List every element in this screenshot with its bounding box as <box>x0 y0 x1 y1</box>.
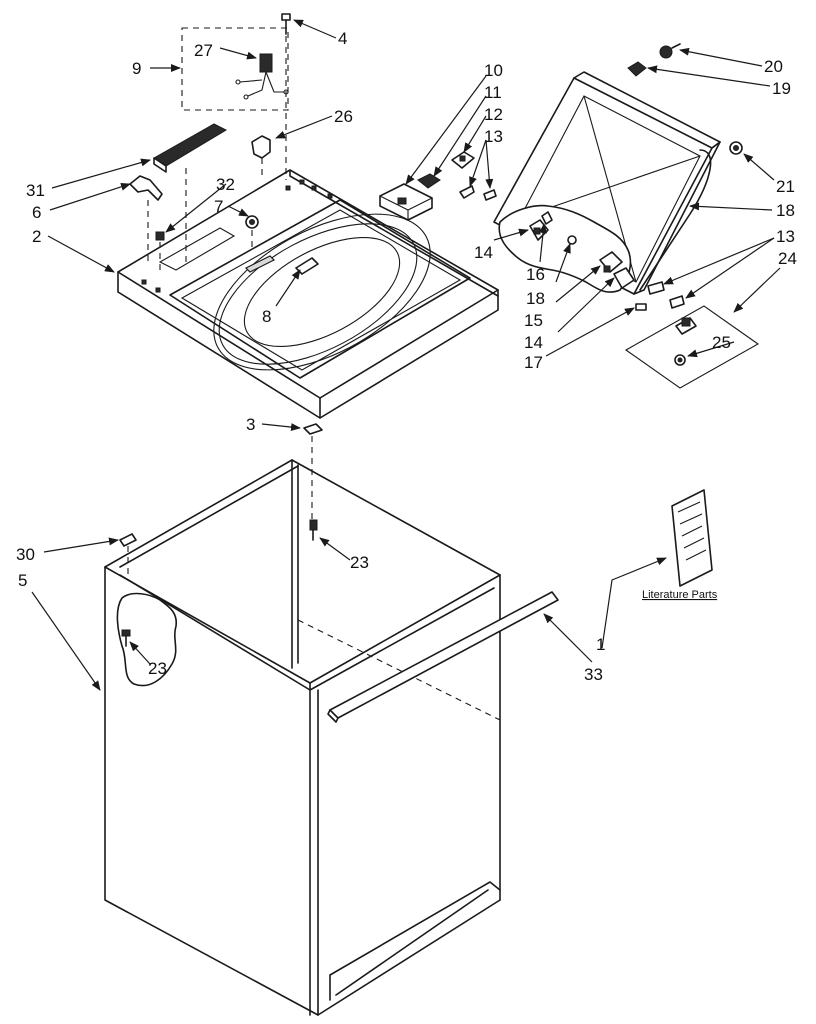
bumper-21 <box>659 43 681 59</box>
callout-13-lower: 13 <box>776 227 795 246</box>
callout-7: 7 <box>214 197 223 216</box>
callout-17: 17 <box>524 353 543 372</box>
bumper-20 <box>627 61 647 77</box>
cover-31 <box>153 123 228 264</box>
callout-30: 30 <box>16 545 35 564</box>
screws-13-lower <box>647 281 685 309</box>
literature-booklet <box>671 489 713 587</box>
callout-16: 16 <box>526 265 545 284</box>
switch-11 <box>417 173 441 189</box>
leader-lines <box>31 19 781 691</box>
harness-27 <box>235 53 289 100</box>
nut-7 <box>245 215 259 250</box>
hinge-kit-24 <box>624 305 760 389</box>
callout-27: 27 <box>194 41 213 60</box>
top-panel <box>117 169 499 419</box>
bracket-26 <box>251 135 271 180</box>
callout-3: 3 <box>246 415 255 434</box>
actuator-12 <box>451 151 475 169</box>
nut-32 <box>155 231 165 270</box>
harness-box-9 <box>181 27 289 111</box>
callout-14-upper: 14 <box>474 243 493 262</box>
callout-2: 2 <box>32 227 41 246</box>
callout-26: 26 <box>334 107 353 126</box>
screw-23-center <box>309 519 318 541</box>
callout-11: 11 <box>484 83 502 102</box>
literature-parts-label: Literature Parts <box>642 589 718 601</box>
clip-3 <box>303 423 323 520</box>
callout-6: 6 <box>32 203 41 222</box>
callout-32: 32 <box>216 175 235 194</box>
callout-24: 24 <box>778 249 797 268</box>
callout-4: 4 <box>338 29 347 48</box>
hinge-14-15-17 <box>599 251 647 311</box>
callout-20: 19 <box>772 79 791 98</box>
bumper-22 <box>729 141 743 155</box>
screw-4 <box>281 13 291 180</box>
callout-9: 9 <box>132 59 141 78</box>
callout-23-left: 23 <box>148 659 167 678</box>
callout-1: 1 <box>596 635 605 654</box>
callout-18: 18 <box>526 289 545 308</box>
switch-bracket-10 <box>379 183 433 221</box>
callout-5: 5 <box>18 571 27 590</box>
callout-13-upper: 13 <box>484 127 503 146</box>
callout-15: 15 <box>524 311 543 330</box>
callout-10: 10 <box>484 61 503 80</box>
callout-22: 21 <box>776 177 795 196</box>
callout-21: 20 <box>764 57 783 76</box>
callout-labels: 4 9 27 26 10 11 12 13 20 19 21 18 13 24 … <box>16 29 797 684</box>
callout-25: 25 <box>712 333 731 352</box>
clip-30 <box>119 533 137 580</box>
callout-31: 31 <box>26 181 45 200</box>
callout-12: 12 <box>484 105 503 124</box>
screw-23-left <box>121 629 131 647</box>
cabinet <box>104 459 501 1016</box>
clip-6 <box>129 175 163 262</box>
callout-19: 18 <box>776 201 795 220</box>
front-rail-33 <box>327 591 559 723</box>
screws-13-upper <box>459 185 497 201</box>
callout-33: 33 <box>584 665 603 684</box>
callout-14-lower: 14 <box>524 333 543 352</box>
callout-23-center: 23 <box>350 553 369 572</box>
callout-8: 8 <box>262 307 271 326</box>
